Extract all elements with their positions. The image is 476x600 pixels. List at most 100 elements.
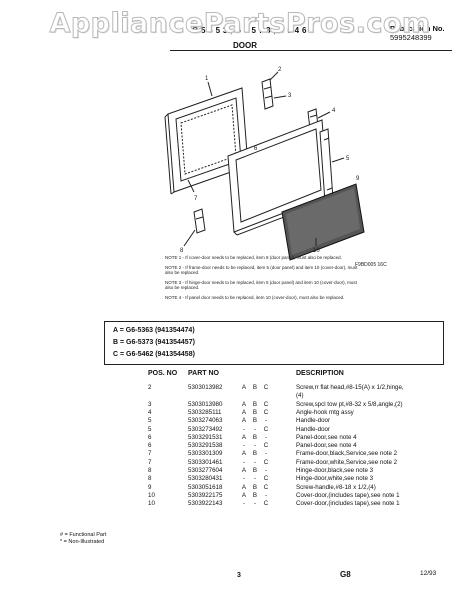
- cell-c: C: [263, 425, 269, 433]
- cell-part: 5303273492: [188, 425, 223, 433]
- header-rule: [170, 50, 452, 51]
- legend-non-illustrated: * = Non-Illustrated: [60, 539, 105, 545]
- publication-number: 5995248399: [390, 33, 432, 42]
- cell-desc: Handle-door: [296, 417, 331, 425]
- cell-desc: Frame-door,white,Service,see note 2: [296, 458, 398, 466]
- callout-10: 10: [313, 248, 320, 254]
- cell-c: -: [264, 491, 268, 499]
- cell-c: -: [264, 467, 268, 474]
- cell-desc: Frame-door,black,Service,see note 2: [296, 450, 398, 458]
- callout-6: 6: [254, 146, 258, 152]
- note-4: NOTE 4 - If panel door needs to be repla…: [165, 295, 345, 300]
- legend: # = Functional Part * = Non-Illustrated: [60, 532, 106, 546]
- header-desc: DESCRIPTION: [296, 370, 344, 377]
- cell-pos: 6: [148, 433, 152, 441]
- cell-a: A: [241, 491, 247, 499]
- cell-b: -: [253, 458, 257, 466]
- cell-a: -: [242, 425, 246, 433]
- model-a: A = G6-5363 (941354474): [113, 327, 195, 334]
- cell-c: C: [263, 475, 269, 483]
- cell-b: B: [252, 450, 258, 458]
- cell-a: A: [241, 433, 247, 441]
- cell-a: A: [241, 384, 247, 391]
- cell-part: 5303301461: [188, 458, 223, 466]
- model-key-box: A = G6-5363 (941354474) B = G6-5373 (941…: [104, 321, 444, 365]
- cell-part: 5303922175: [188, 491, 223, 499]
- cell-a: A: [241, 467, 247, 474]
- cell-desc: (4): [296, 392, 304, 400]
- cell-c: -: [264, 433, 268, 441]
- cell-pos: 8: [148, 475, 152, 483]
- cell-part: 5303301309: [188, 450, 223, 458]
- cell-b: B: [252, 433, 258, 441]
- cell-b: B: [252, 483, 258, 491]
- cell-a: A: [241, 408, 247, 416]
- section-code: G8: [340, 570, 351, 579]
- callout-1: 1: [205, 76, 209, 82]
- cell-part: 5303013980: [188, 400, 223, 408]
- cell-a: A: [241, 450, 247, 458]
- cell-b: -: [253, 500, 257, 508]
- cell-pos: 7: [148, 458, 152, 466]
- cell-desc: Handle-door: [296, 425, 331, 433]
- cell-c: C: [263, 458, 269, 466]
- note-2: NOTE 2 - If frame-door needs to be repla…: [165, 265, 358, 275]
- cell-desc: Panel-door,see note 4: [296, 433, 357, 441]
- model-c: C = G6-5462 (941354458): [113, 351, 195, 358]
- publication-label: Publication No.: [390, 24, 445, 33]
- cell-c: C: [263, 483, 269, 491]
- cell-b: B: [252, 408, 258, 416]
- callout-7: 7: [194, 196, 198, 202]
- header-pos: POS. NO: [148, 370, 178, 377]
- print-date: 12/93: [420, 570, 437, 577]
- cell-b: B: [252, 384, 258, 391]
- cell-pos: 10: [148, 500, 155, 508]
- cell-c: -: [264, 450, 268, 458]
- cell-pos: 9: [148, 483, 152, 491]
- cell-c: C: [263, 408, 269, 416]
- cell-desc: Angle-hook mtg assy: [296, 408, 354, 416]
- cell-part: 5303277604: [188, 467, 223, 474]
- door-exploded-diagram: 1 2 3 4 5 6 7 8 9 10: [164, 67, 365, 261]
- cell-c: -: [264, 417, 268, 425]
- note-1: NOTE 1 - If cover-door needs to be repla…: [165, 255, 342, 260]
- cell-a: -: [242, 475, 246, 483]
- cell-pos: 3: [148, 400, 152, 408]
- cell-part: 5303051618: [188, 483, 223, 491]
- hinge-part: [261, 78, 274, 110]
- cell-desc: Screw-handle,#8-18 x 1/2,(4): [296, 483, 376, 491]
- cell-desc: Screw,spcl tow pt,#8-32 x 5/8,angle,(2): [296, 400, 403, 408]
- cell-part: 5303013982: [188, 384, 223, 391]
- cell-c: C: [263, 500, 269, 508]
- cell-desc: Hinge-door,black,see note 3: [296, 467, 374, 474]
- callout-5: 5: [346, 156, 350, 162]
- model-b: B = G6-5373 (941354457): [113, 339, 195, 346]
- table-row: (4): [148, 392, 448, 401]
- cell-b: -: [253, 475, 257, 483]
- cell-b: B: [252, 417, 258, 425]
- cell-a: -: [242, 458, 246, 466]
- cell-b: B: [252, 491, 258, 499]
- watermark: AppliancePartsPros.com: [49, 8, 431, 40]
- page-number: 3: [237, 572, 241, 579]
- cell-desc: Hinge-door,white,see note 3: [296, 475, 374, 483]
- cell-pos: 4: [148, 408, 152, 416]
- cell-pos: 10: [148, 491, 155, 499]
- cell-desc: Cover-door,(includes tape),see note 1: [296, 491, 400, 499]
- cell-b: -: [253, 442, 257, 450]
- callout-9: 9: [356, 176, 360, 182]
- cell-a: -: [242, 442, 246, 450]
- cell-a: A: [241, 483, 247, 491]
- cell-b: B: [252, 400, 258, 408]
- header-part: PART NO: [188, 370, 219, 377]
